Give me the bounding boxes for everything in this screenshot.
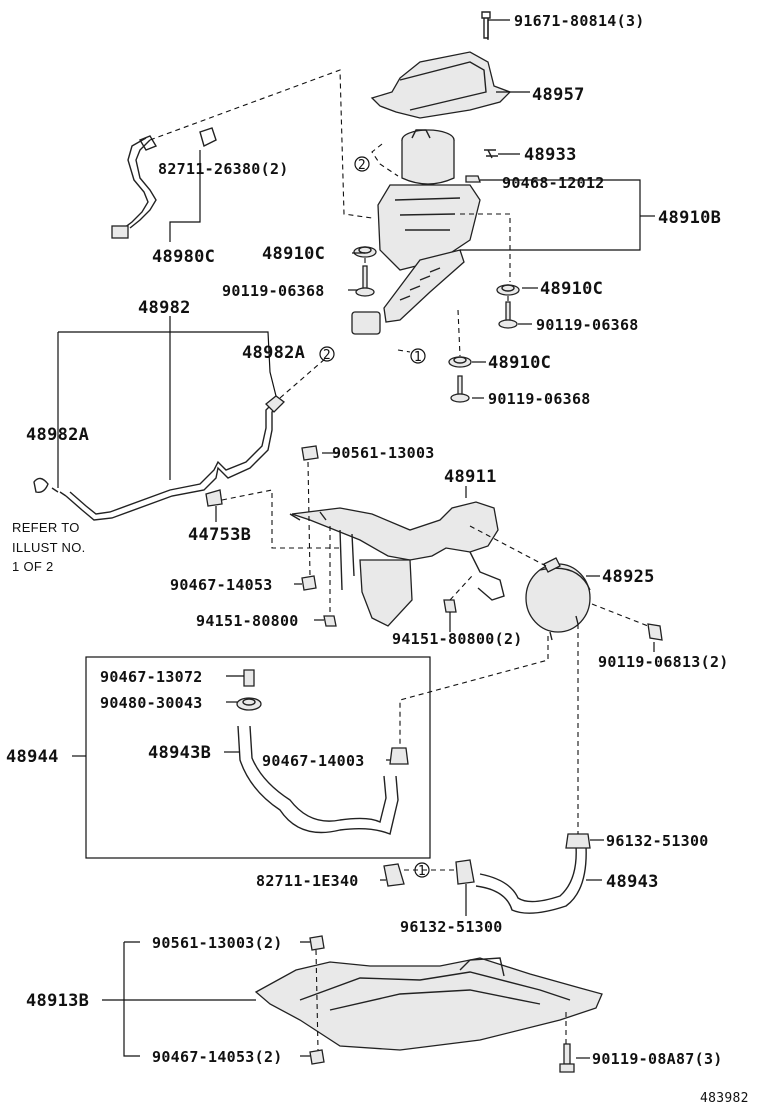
circle-ref-1-bottom: 1 bbox=[414, 862, 430, 879]
bolt-90119-2 bbox=[498, 301, 518, 329]
label-90561-13003-b: 90561-13003(2) bbox=[152, 934, 283, 952]
hose-48943b bbox=[237, 725, 399, 835]
label-48910b: 48910B bbox=[658, 208, 721, 228]
bolt-91671 bbox=[481, 11, 491, 39]
label-refer-line2: ILLUST NO. bbox=[12, 540, 86, 555]
label-94151-80800-a: 94151-80800 bbox=[196, 612, 299, 630]
label-90119-06368-3: 90119-06368 bbox=[488, 390, 591, 408]
label-90119-06368-2: 90119-06368 bbox=[536, 316, 639, 334]
kit-48944-box bbox=[85, 656, 431, 859]
clip-48933 bbox=[484, 149, 498, 159]
label-90468-12012: 90468-12012 bbox=[502, 174, 605, 192]
label-48943: 48943 bbox=[606, 872, 659, 892]
label-48957: 48957 bbox=[532, 85, 585, 105]
clamp-96132-b bbox=[455, 859, 475, 885]
circle-ref-2-hose: 2 bbox=[319, 346, 335, 363]
label-48911: 48911 bbox=[444, 467, 497, 487]
washer-48910c-3 bbox=[448, 356, 472, 368]
circle-ref-2-top: 2 bbox=[354, 156, 370, 173]
washer-48910c-1 bbox=[353, 246, 377, 258]
leader-lines bbox=[57, 19, 655, 1059]
nut-90561-a bbox=[301, 445, 319, 461]
svg-text:1: 1 bbox=[414, 350, 422, 365]
label-48982a-right: 48982A bbox=[242, 343, 305, 363]
nut-94151-b bbox=[443, 599, 457, 613]
label-illustration-id: 483982 bbox=[700, 1091, 749, 1106]
bracket-48913b bbox=[254, 957, 603, 1051]
clamp-44753b bbox=[205, 489, 223, 507]
label-82711-1e340: 82711-1E340 bbox=[256, 872, 359, 890]
dashed-lines bbox=[149, 69, 649, 1051]
bracket-48911 bbox=[289, 501, 505, 627]
label-44753b: 44753B bbox=[188, 525, 251, 545]
nut-94151-a bbox=[323, 615, 337, 627]
clamp-96132-a bbox=[565, 833, 591, 849]
label-82711-26380: 82711-26380(2) bbox=[158, 160, 289, 178]
bolt-90119-08a87 bbox=[559, 1043, 575, 1073]
label-90467-13072: 90467-13072 bbox=[100, 668, 203, 686]
label-90480-30043: 90480-30043 bbox=[100, 694, 203, 712]
svg-text:1: 1 bbox=[418, 864, 426, 879]
tank-48925 bbox=[525, 557, 591, 641]
label-90119-06368-1: 90119-06368 bbox=[222, 282, 325, 300]
plug-82711-1e340 bbox=[383, 863, 405, 887]
label-90467-14053-b: 90467-14053(2) bbox=[152, 1048, 283, 1066]
bolt-90119-1 bbox=[355, 265, 375, 297]
label-refer-line3: 1 OF 2 bbox=[12, 559, 54, 574]
label-48943b: 48943B bbox=[148, 743, 211, 763]
washer-48910c-2 bbox=[496, 284, 520, 296]
label-48910c-1: 48910C bbox=[262, 244, 325, 264]
nut-90467-14053-a bbox=[301, 575, 317, 591]
label-90119-06813: 90119-06813(2) bbox=[598, 653, 729, 671]
grommet-90480 bbox=[236, 697, 262, 711]
label-48980c: 48980C bbox=[152, 247, 215, 267]
hose-48982 bbox=[33, 395, 285, 521]
label-48925: 48925 bbox=[602, 567, 655, 587]
label-refer-line1: REFER TO bbox=[12, 520, 80, 535]
nut-90561-b bbox=[309, 935, 325, 951]
actuator-48910b bbox=[351, 129, 481, 335]
pin-90468 bbox=[465, 175, 481, 183]
label-48910c-3: 48910C bbox=[488, 353, 551, 373]
label-90119-08a87: 90119-08A87(3) bbox=[592, 1050, 723, 1068]
harness-48980c bbox=[111, 127, 217, 239]
fitting-90467-13072 bbox=[243, 669, 255, 687]
label-48913b: 48913B bbox=[26, 991, 89, 1011]
label-91671-80814: 91671-80814(3) bbox=[514, 12, 645, 30]
label-90467-14053-a: 90467-14053 bbox=[170, 576, 273, 594]
label-96132-51300-a: 96132-51300 bbox=[606, 832, 709, 850]
bolt-90119-3 bbox=[450, 375, 470, 403]
label-48933: 48933 bbox=[524, 145, 577, 165]
label-48944: 48944 bbox=[6, 747, 59, 767]
circle-ref-1-actuator: 1 bbox=[410, 348, 426, 365]
label-96132-51300-b: 96132-51300 bbox=[400, 918, 503, 936]
cover-48957 bbox=[370, 51, 512, 119]
label-94151-80800-b: 94151-80800(2) bbox=[392, 630, 523, 648]
svg-text:2: 2 bbox=[323, 348, 331, 363]
nut-90467-14053-b bbox=[309, 1049, 325, 1065]
bolt-90119-06813 bbox=[647, 623, 663, 641]
label-48982a-left: 48982A bbox=[26, 425, 89, 445]
hose-48943 bbox=[475, 845, 587, 914]
label-90561-13003-a: 90561-13003 bbox=[332, 444, 435, 462]
part-labels: 91671-80814(3) 48957 82711-26380(2) 4893… bbox=[6, 12, 749, 1106]
label-48910c-2: 48910C bbox=[540, 279, 603, 299]
svg-text:2: 2 bbox=[358, 158, 366, 173]
fitting-90467-14003 bbox=[389, 747, 409, 765]
label-48982: 48982 bbox=[138, 298, 191, 318]
label-90467-14003: 90467-14003 bbox=[262, 752, 365, 770]
